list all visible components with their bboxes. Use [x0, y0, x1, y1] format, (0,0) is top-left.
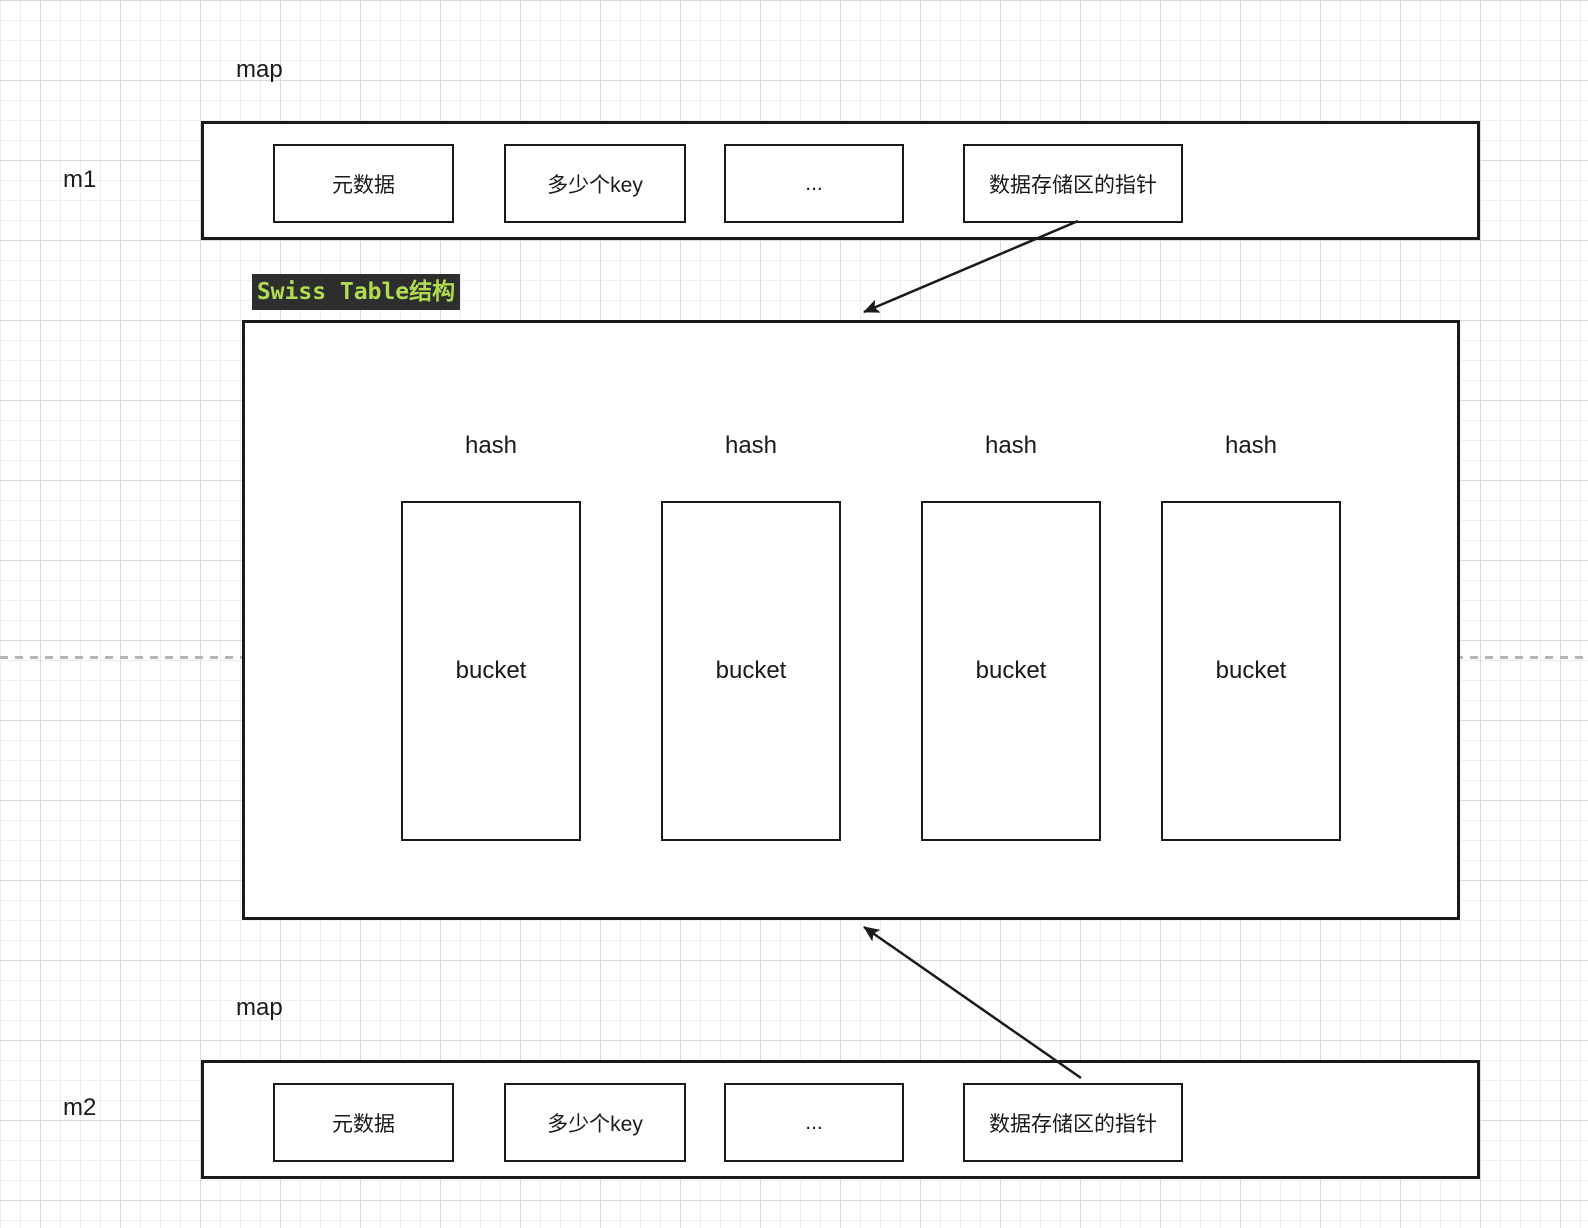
swiss-table-title: Swiss Table结构 [252, 274, 460, 310]
map-struct-m2: 元数据 多少个key ... 数据存储区的指针 [201, 1060, 1480, 1179]
m1-field-ellipsis: ... [724, 144, 904, 223]
m2-field-keycount: 多少个key [504, 1083, 686, 1162]
map-label-m1: map [236, 56, 283, 83]
m2-field-ellipsis: ... [724, 1083, 904, 1162]
arrow-m2-pointer-to-table [863, 925, 1082, 1080]
bucket-box-1: bucket [401, 501, 581, 841]
variable-label-m2: m2 [63, 1094, 97, 1121]
hash-label-4: hash [1224, 432, 1278, 459]
bucket-box-3: bucket [921, 501, 1101, 841]
variable-label-m1: m1 [63, 166, 97, 193]
bucket-box-4: bucket [1161, 501, 1341, 841]
m1-field-keycount: 多少个key [504, 144, 686, 223]
bucket-box-2: bucket [661, 501, 841, 841]
hash-label-2: hash [724, 432, 778, 459]
m1-field-metadata: 元数据 [273, 144, 454, 223]
map-struct-m1: 元数据 多少个key ... 数据存储区的指针 [201, 121, 1480, 240]
hash-label-3: hash [984, 432, 1038, 459]
m1-field-data-pointer: 数据存储区的指针 [963, 144, 1183, 223]
m2-field-data-pointer: 数据存储区的指针 [963, 1083, 1183, 1162]
hash-label-1: hash [464, 432, 518, 459]
map-label-m2: map [236, 994, 283, 1021]
m2-field-metadata: 元数据 [273, 1083, 454, 1162]
